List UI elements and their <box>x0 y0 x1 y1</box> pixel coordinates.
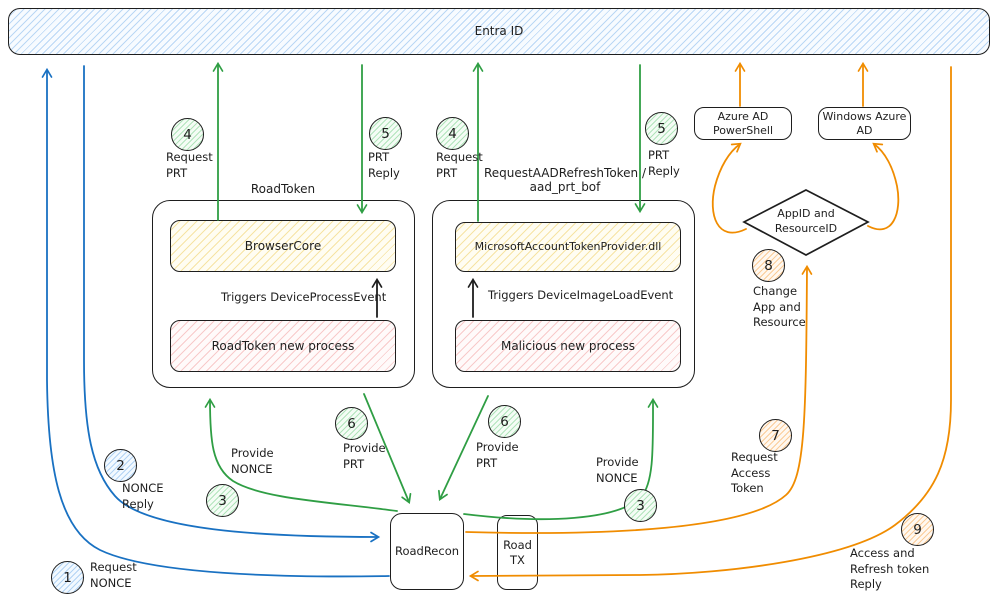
browsercore-label: BrowserCore <box>244 238 322 253</box>
step-badge-1: 1 <box>51 561 84 594</box>
step-label-prt-reply-left: PRT Reply <box>368 150 400 180</box>
roadtx-node: Road TX <box>497 515 538 590</box>
windows-azure-ad-node: Windows Azure AD <box>818 107 911 140</box>
step-badge-6-left: 6 <box>335 407 368 440</box>
step-badge-5-left: 5 <box>369 117 402 150</box>
browsercore-node: BrowserCore <box>170 220 396 272</box>
step-badge-3-right: 3 <box>624 489 657 522</box>
bof-group-title: RequestAADRefreshToken / aad_prt_bof <box>483 166 647 194</box>
step-badge-8: 8 <box>752 249 785 282</box>
step-badge-4-right: 4 <box>436 117 469 150</box>
step-label-provide-prt-right: Provide PRT <box>476 440 519 470</box>
trigger-deviceimageloadevent-label: Triggers DeviceImageLoadEvent <box>488 288 674 302</box>
step-badge-7: 7 <box>759 419 792 452</box>
windows-azure-ad-label: Windows Azure AD <box>822 109 907 137</box>
step-badge-4-left: 4 <box>171 118 204 151</box>
malicious-new-process-node: Malicious new process <box>455 320 681 372</box>
roadrecon-label: RoadRecon <box>394 544 460 559</box>
azure-ad-powershell-label: Azure AD PowerShell <box>712 109 774 137</box>
step-label-request-prt-left: Request PRT <box>166 150 213 180</box>
step-label-prt-reply-right: PRT Reply <box>648 148 680 178</box>
appid-resourceid-diamond-label: AppID and ResourceID <box>774 207 838 235</box>
arrow-diamond-to-powershell <box>711 142 747 234</box>
step-label-provide-nonce-right: Provide NONCE <box>596 455 639 485</box>
entra-id-label: Entra ID <box>474 24 524 38</box>
step-badge-5-right: 5 <box>645 112 678 145</box>
ms-account-token-provider-node: MicrosoftAccountTokenProvider.dll <box>455 222 681 272</box>
step-label-request-access-token: Request Access Token <box>731 450 778 496</box>
step-label-token-reply: Access and Refresh token Reply <box>850 546 930 592</box>
roadtoken-group-title: RoadToken <box>250 182 316 196</box>
step-label-change-app-resource: Change App and Resource <box>753 284 806 330</box>
step-label-request-prt-right: Request PRT <box>436 150 483 180</box>
entra-id-node: Entra ID <box>8 8 990 55</box>
trigger-deviceprocessevent-label: Triggers DeviceProcessEvent <box>221 290 387 304</box>
roadrecon-node: RoadRecon <box>390 513 464 590</box>
malicious-new-process-label: Malicious new process <box>500 338 636 353</box>
step-badge-3-left: 3 <box>206 484 239 517</box>
roadtx-label: Road TX <box>503 538 532 567</box>
step-label-nonce-reply: NONCE Reply <box>122 481 164 511</box>
step-badge-6-right: 6 <box>488 405 521 438</box>
step-badge-9: 9 <box>901 513 934 546</box>
roadtoken-new-process-label: RoadToken new process <box>211 338 355 353</box>
azure-ad-powershell-node: Azure AD PowerShell <box>694 107 792 140</box>
arrow-diamond-to-windows-azure <box>867 142 900 231</box>
step-label-provide-prt-left: Provide PRT <box>343 441 386 471</box>
roadtoken-new-process-node: RoadToken new process <box>170 320 396 372</box>
step-badge-2: 2 <box>104 449 137 482</box>
step-label-request-nonce: Request NONCE <box>90 560 137 590</box>
ms-account-token-provider-label: MicrosoftAccountTokenProvider.dll <box>474 240 662 254</box>
step-label-provide-nonce-left: Provide NONCE <box>231 446 274 476</box>
